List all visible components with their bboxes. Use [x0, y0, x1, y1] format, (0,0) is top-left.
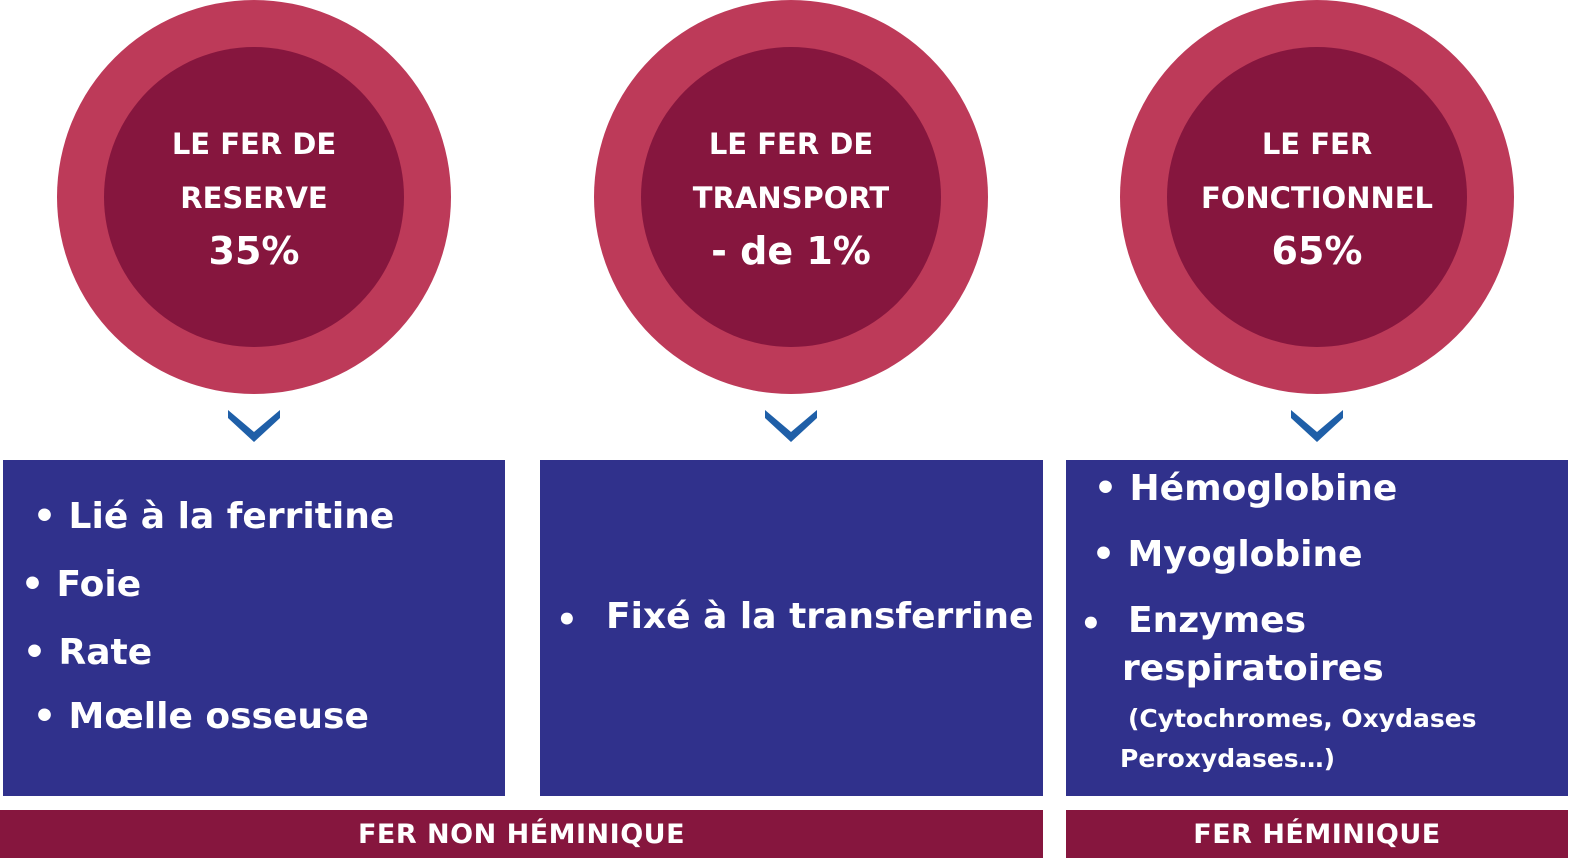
- list-item: • Rate: [23, 632, 153, 673]
- fer-non-heminique-bar: FER NON HÉMINIQUE: [0, 810, 1043, 858]
- fer-heminique-bar: FER HÉMINIQUE: [1066, 810, 1568, 858]
- circle-reserve: LE FER DE RESERVE 35%: [57, 0, 451, 394]
- list-bullet: •: [556, 600, 578, 640]
- circle-fonctionnel-inner: LE FER FONCTIONNEL 65%: [1167, 47, 1467, 347]
- list-bullet: •: [1080, 604, 1102, 644]
- chevron-down-icon: [765, 410, 817, 442]
- list-item: respiratoires: [1122, 648, 1384, 689]
- circle-transport-line2: TRANSPORT: [692, 181, 890, 215]
- circle-reserve-value: 35%: [208, 229, 300, 273]
- chevron-down-icon: [1291, 410, 1343, 442]
- list-item: • Hémoglobine: [1094, 468, 1398, 509]
- list-item: • Mœlle osseuse: [33, 696, 369, 737]
- circle-reserve-inner: LE FER DE RESERVE 35%: [104, 47, 404, 347]
- transport-box: • Fixé à la transferrine: [540, 460, 1043, 796]
- list-item: Enzymes: [1128, 600, 1306, 641]
- fer-non-heminique-label: FER NON HÉMINIQUE: [357, 818, 686, 850]
- circle-fonctionnel-line2: FONCTIONNEL: [1200, 181, 1434, 215]
- circle-transport-inner: LE FER DE TRANSPORT - de 1%: [641, 47, 941, 347]
- circle-reserve-line2: RESERVE: [180, 181, 328, 215]
- circle-transport-value: - de 1%: [711, 229, 871, 273]
- list-item: • Myoglobine: [1092, 534, 1363, 575]
- list-item: • Lié à la ferritine: [33, 496, 395, 537]
- circle-transport-line1: LE FER DE: [708, 127, 874, 161]
- list-item: • Foie: [21, 564, 142, 605]
- list-detail: Peroxydases…): [1120, 744, 1336, 773]
- fer-heminique-label: FER HÉMINIQUE: [1193, 818, 1441, 850]
- circle-fonctionnel-value: 65%: [1271, 229, 1363, 273]
- circle-transport: LE FER DE TRANSPORT - de 1%: [594, 0, 988, 394]
- chevron-down-icon: [228, 410, 280, 442]
- circle-reserve-line1: LE FER DE: [171, 127, 337, 161]
- list-item: Fixé à la transferrine: [606, 596, 1034, 637]
- reserve-box: • Lié à la ferritine • Foie • Rate • Mœl…: [3, 460, 505, 796]
- circle-fonctionnel-line1: LE FER: [1261, 127, 1373, 161]
- list-detail: (Cytochromes, Oxydases: [1128, 704, 1477, 733]
- circle-fonctionnel: LE FER FONCTIONNEL 65%: [1120, 0, 1514, 394]
- fonctionnel-box: • Hémoglobine • Myoglobine • Enzymes res…: [1066, 460, 1568, 796]
